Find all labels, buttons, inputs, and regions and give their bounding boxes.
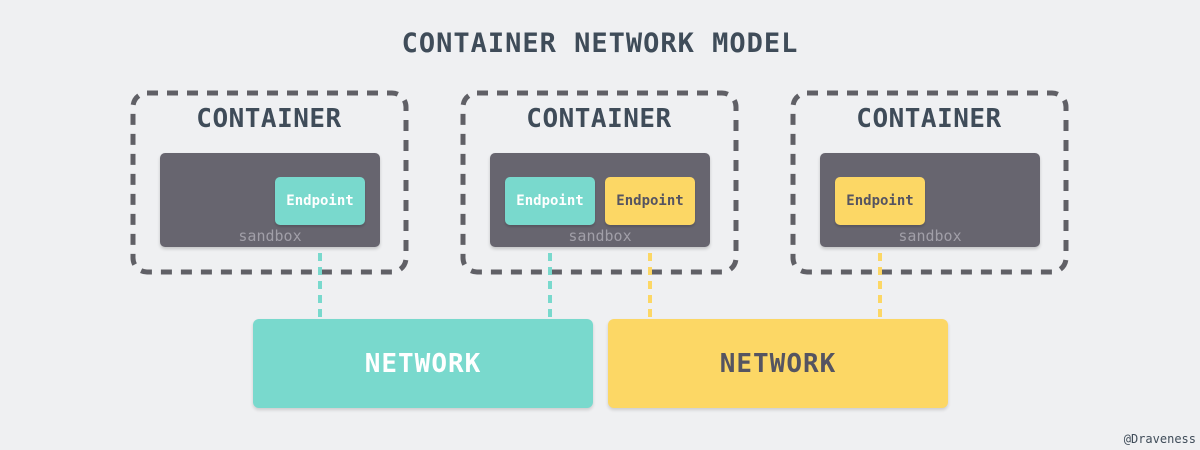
container-outline-3 (790, 90, 1069, 275)
endpoint-2: Endpoint (505, 177, 595, 225)
sandbox-label-2: sandbox (568, 227, 632, 245)
container-label-2: CONTAINER (526, 104, 672, 134)
diagram-title: CONTAINER NETWORK MODEL (401, 28, 799, 59)
endpoint-3: Endpoint (605, 177, 695, 225)
endpoint-1: Endpoint (275, 177, 365, 225)
container-outline-1 (130, 90, 409, 275)
endpoint-4: Endpoint (835, 177, 925, 225)
network-1: NETWORK (253, 319, 593, 408)
container-outline-2 (460, 90, 739, 275)
author-credit: @Draveness (1123, 432, 1196, 446)
container-label-1: CONTAINER (196, 104, 342, 134)
container-label-3: CONTAINER (856, 104, 1002, 134)
sandbox-label-1: sandbox (238, 227, 302, 245)
sandbox-label-3: sandbox (898, 227, 962, 245)
network-2: NETWORK (608, 319, 948, 408)
